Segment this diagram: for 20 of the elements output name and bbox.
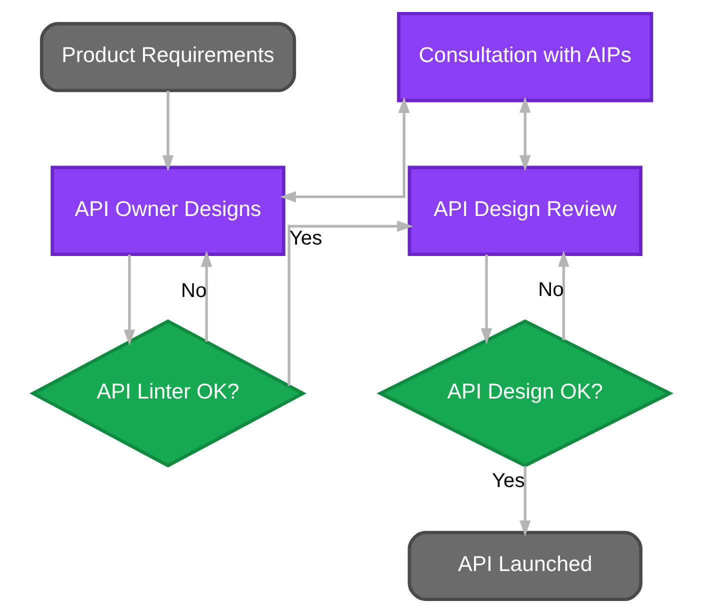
arrow — [480, 254, 492, 344]
arrow — [279, 96, 410, 202]
node-diamond: API Linter OK? — [29, 319, 306, 468]
node-diamond: API Design OK? — [376, 319, 674, 468]
edge-label: Yes — [492, 470, 524, 492]
node-box: API Owner Designs — [50, 166, 285, 256]
node-box: Product Requirements — [39, 22, 296, 92]
arrow — [518, 96, 530, 172]
edge-label: Yes — [288, 228, 322, 250]
arrow — [558, 250, 569, 340]
edge-label: No — [180, 280, 206, 302]
node-box: Consultation with AIPs — [396, 12, 653, 102]
arrow — [162, 90, 174, 172]
arrow — [200, 250, 212, 342]
node-box: API Launched — [407, 530, 642, 602]
arrow — [518, 466, 530, 536]
edge-label: No — [538, 279, 564, 302]
arrow — [287, 220, 413, 386]
node-box: API Design Review — [407, 166, 642, 256]
arrow — [123, 254, 135, 346]
